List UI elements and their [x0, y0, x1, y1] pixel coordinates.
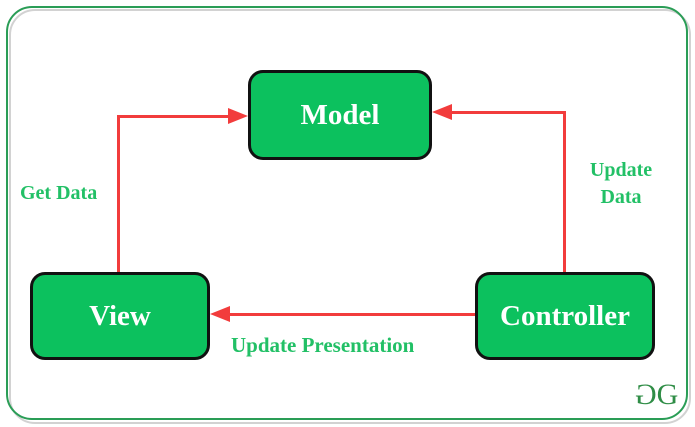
- node-model: Model: [248, 70, 432, 160]
- node-controller-label: Controller: [500, 299, 630, 332]
- frame-shadow: [9, 9, 691, 424]
- edge-line-view-to-model-vertical: [117, 116, 120, 272]
- arrowhead-right-icon: [228, 108, 248, 124]
- edge-label-update-presentation: Update Presentation: [231, 333, 415, 357]
- arrowhead-left-icon: [210, 306, 230, 322]
- node-controller: Controller: [475, 272, 655, 360]
- logo-g-glyph: G: [656, 378, 679, 411]
- edge-label-get-data: Get Data: [20, 182, 98, 204]
- arrowhead-left-icon: [432, 104, 452, 120]
- geeksforgeeks-logo: GG: [637, 378, 679, 412]
- frame-border: [6, 6, 688, 420]
- edge-line-view-to-model-horizontal: [117, 115, 230, 118]
- edge-line-controller-to-model-horizontal: [451, 111, 566, 114]
- node-model-label: Model: [300, 98, 380, 131]
- edge-label-update-data: Update Data: [589, 159, 653, 208]
- edge-line-controller-to-model-vertical: [563, 112, 566, 272]
- node-view-label: View: [89, 299, 151, 332]
- edge-line-controller-to-view: [229, 313, 477, 316]
- node-view: View: [30, 272, 210, 360]
- logo-mirrored-g-glyph: G: [637, 378, 657, 411]
